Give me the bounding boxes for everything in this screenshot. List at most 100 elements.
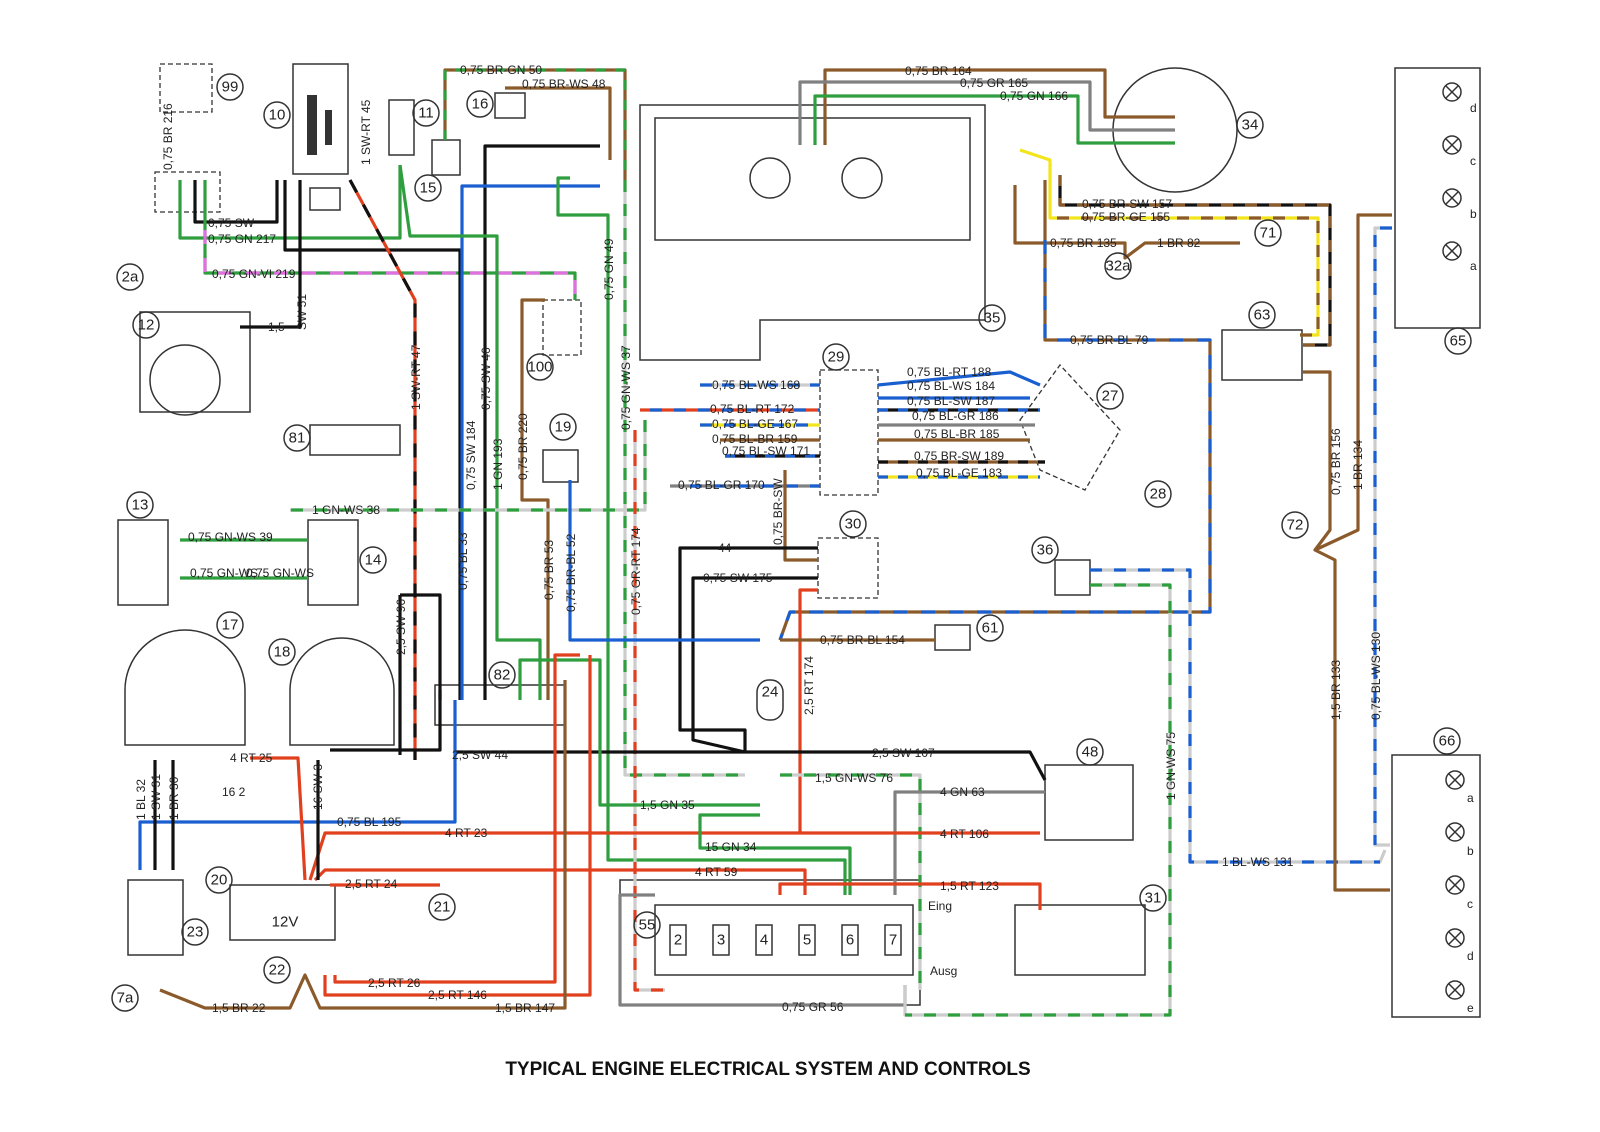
wire-label: 1 BL-WS 131 [1222, 855, 1294, 869]
wire-label: 1,5 BR 133 [1329, 660, 1343, 720]
component-24-box [756, 679, 784, 721]
wire-sw-175 [691, 576, 818, 754]
battery-voltage: 12V [272, 914, 299, 931]
component-72: 72 [1281, 511, 1309, 539]
gauge-i [749, 157, 791, 199]
svg-text:17: 17 [222, 617, 239, 634]
wire-label: 0,75 BR-SW 189 [914, 449, 1004, 463]
svg-text:81: 81 [289, 430, 306, 447]
wire-label: 0,75 BR 156 [1329, 428, 1343, 495]
wire-label: 0,75 BR 216 [161, 103, 175, 170]
component-31: 31 [1139, 884, 1167, 912]
component-100: 100 [526, 353, 554, 381]
svg-text:48: 48 [1082, 744, 1099, 761]
wire-label: 0,75 GN-WS 37 [619, 345, 633, 430]
wire-br-220 [520, 298, 550, 700]
wire-gr-rt-174 [633, 430, 665, 992]
wire-label: 1 BL 32 [134, 779, 148, 820]
component-55: 55 [633, 911, 661, 939]
wire-br-135 [1013, 185, 1240, 260]
wire-gn-34 [698, 813, 852, 895]
wire-label: 0,75 SW 46 [479, 347, 493, 410]
svg-text:11: 11 [418, 105, 434, 122]
lamp-icon [1442, 241, 1462, 261]
lamp-icon [1442, 82, 1462, 102]
component-66: 66 [1433, 727, 1461, 755]
wire-label: 1,5 GN 35 [640, 798, 695, 812]
relay-input-label: Eing [928, 899, 952, 913]
component-30: 30 [839, 510, 867, 538]
wire-label: 1,5 GN-WS 76 [815, 771, 893, 785]
wire-label: 0,75 SW [208, 216, 255, 230]
wire-label: 0,75 GR 56 [782, 1000, 844, 1014]
wire-gn-ws-38-stripe [290, 420, 647, 512]
coil-winding [307, 95, 317, 155]
wire-label: 2,5 RT 26 [368, 976, 421, 990]
svg-text:10: 10 [269, 107, 286, 124]
component-66-box [1391, 754, 1481, 1018]
wire-br-22-147 [159, 680, 567, 1010]
wire-gn-193 [398, 164, 542, 700]
wire-gr-rt-174-stripe [633, 430, 665, 992]
wire-label: 0,75 BL-GE 183 [916, 466, 1002, 480]
wire-label: 0,75 GN-VI 219 [212, 267, 296, 281]
wire-bl-195 [138, 700, 457, 870]
component-10: 10 [263, 101, 291, 129]
svg-text:18: 18 [274, 644, 291, 661]
component-17: 17 [216, 611, 244, 639]
gauge-h [841, 157, 883, 199]
component-23: 23 [181, 918, 209, 946]
slot-label: 7 [889, 932, 897, 949]
component-27: 27 [1096, 382, 1124, 410]
svg-text:20: 20 [211, 872, 228, 889]
wire-gn-ws-39 [180, 538, 308, 580]
wire-sw [193, 180, 279, 224]
wire-bl-ws-131-stripe [1090, 568, 1380, 864]
lamp-icon [1442, 188, 1462, 208]
svg-text:15: 15 [420, 180, 437, 197]
wire-label: 1 BR 30 [167, 776, 181, 820]
component-7a: 7a [111, 984, 139, 1012]
component-99: 99 [216, 73, 244, 101]
component-63: 63 [1248, 301, 1276, 329]
wire-br-134 [1314, 213, 1392, 552]
component-81-box [309, 424, 401, 456]
component-28: 28 [1144, 480, 1172, 508]
lamp-letter: b [1467, 844, 1474, 858]
wire-br-sw-157 [1058, 175, 1332, 347]
component-2a: 2a [116, 263, 144, 291]
wire-label: 0,75 BL 195 [337, 815, 402, 829]
component-11: 11 [412, 99, 440, 127]
svg-text:100: 100 [527, 359, 552, 376]
wire-label: 16 SW 3 [311, 764, 325, 810]
svg-text:65: 65 [1450, 333, 1467, 350]
wire-label: 2,5 RT 174 [802, 656, 816, 715]
wire-bl-rt-188 [877, 370, 1041, 387]
wire-bl-33 [460, 184, 600, 700]
component-81: 81 [283, 424, 311, 452]
wire-br-bl-79-stripe [778, 240, 1212, 641]
svg-text:19: 19 [555, 419, 572, 436]
component-61: 61 [976, 614, 1004, 642]
component-18: 18 [268, 638, 296, 666]
svg-text:7a: 7a [117, 990, 134, 1007]
condenser [309, 187, 341, 211]
coil-winding [325, 110, 332, 145]
wire-label: 4 GN 63 [940, 785, 985, 799]
wire-gn-35 [518, 658, 760, 807]
wire-label: 1 GN-WS 75 [1164, 732, 1178, 800]
slot-label: 3 [717, 932, 725, 949]
wire-label: 0,75 BL-WS 184 [907, 379, 995, 393]
lamp-icon [1445, 822, 1465, 842]
wire-label: 0,75 BR-GN 50 [460, 63, 542, 77]
slot-label: 5 [803, 932, 811, 949]
wire-label: 0,75 SW 175 [703, 571, 773, 585]
svg-text:2a: 2a [122, 269, 139, 286]
component-11-box [388, 99, 415, 156]
wire-label: 0,75 BL-BR 185 [914, 427, 1000, 441]
wire-label: 0,75 GN 217 [208, 232, 276, 246]
wire-label: 1 BR 82 [1157, 236, 1201, 250]
lamp-letter: d [1467, 949, 1474, 963]
wire-br-bl-52 [568, 480, 760, 642]
svg-text:72: 72 [1287, 517, 1304, 534]
